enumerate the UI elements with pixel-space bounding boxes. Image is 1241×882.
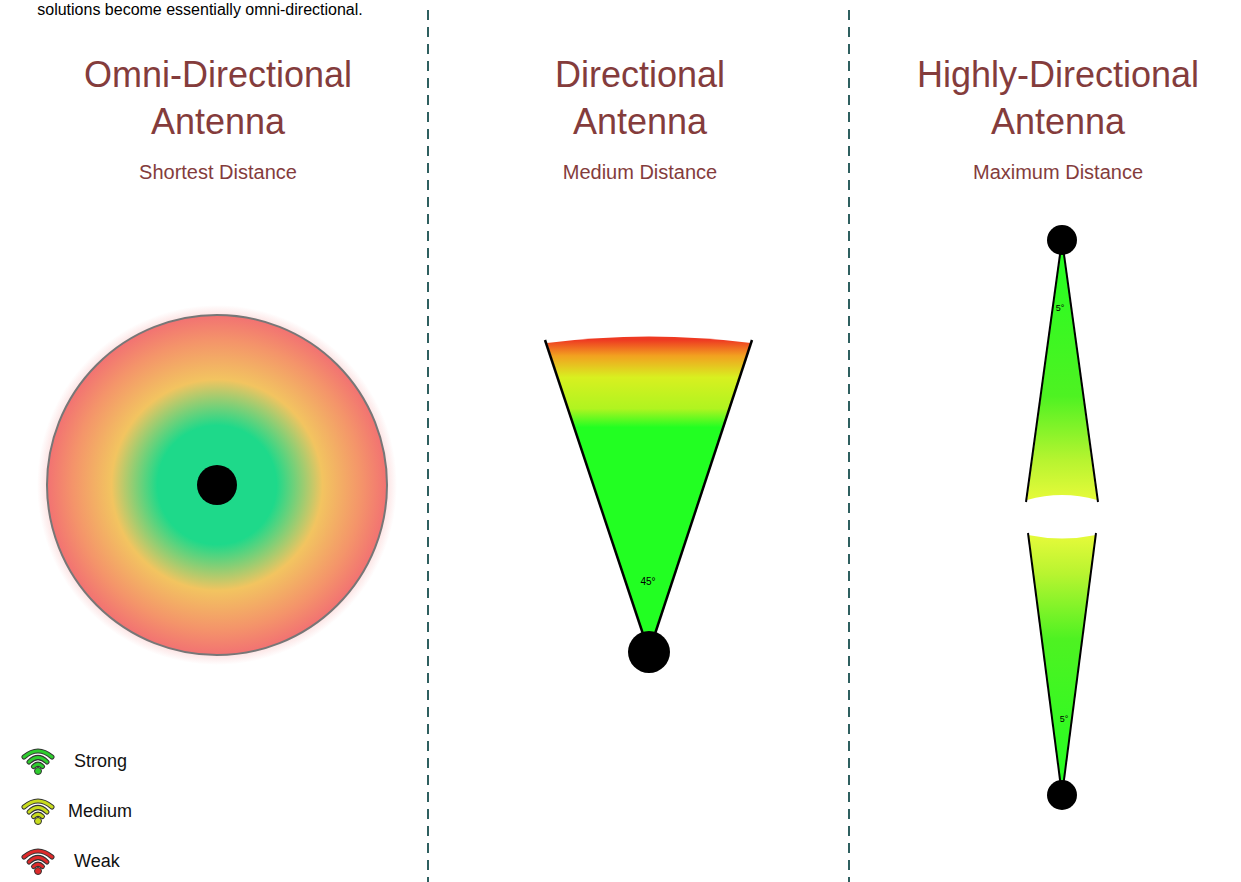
- angle-label: 5°: [1045, 303, 1075, 314]
- panel-heading: Omni-Directional Antenna: [58, 52, 378, 146]
- panel-heading: Directional Antenna: [500, 52, 780, 146]
- caption-fragment: solutions become essentially omni-direct…: [0, 0, 410, 19]
- signal-icon: [21, 846, 55, 876]
- signal-icon: [21, 746, 55, 776]
- panel-subheading: Medium Distance: [480, 160, 800, 184]
- panel-subheading: Maximum Distance: [898, 160, 1218, 184]
- legend-text: Weak: [74, 851, 120, 872]
- legend-text: Medium: [68, 801, 132, 822]
- panel-subheading: Shortest Distance: [58, 160, 378, 184]
- angle-label: 45°: [628, 576, 668, 588]
- panel-heading: Highly-Directional Antenna: [878, 52, 1238, 146]
- signal-icon: [21, 796, 55, 826]
- legend-text: Strong: [74, 751, 127, 772]
- angle-label: 5°: [1049, 714, 1079, 725]
